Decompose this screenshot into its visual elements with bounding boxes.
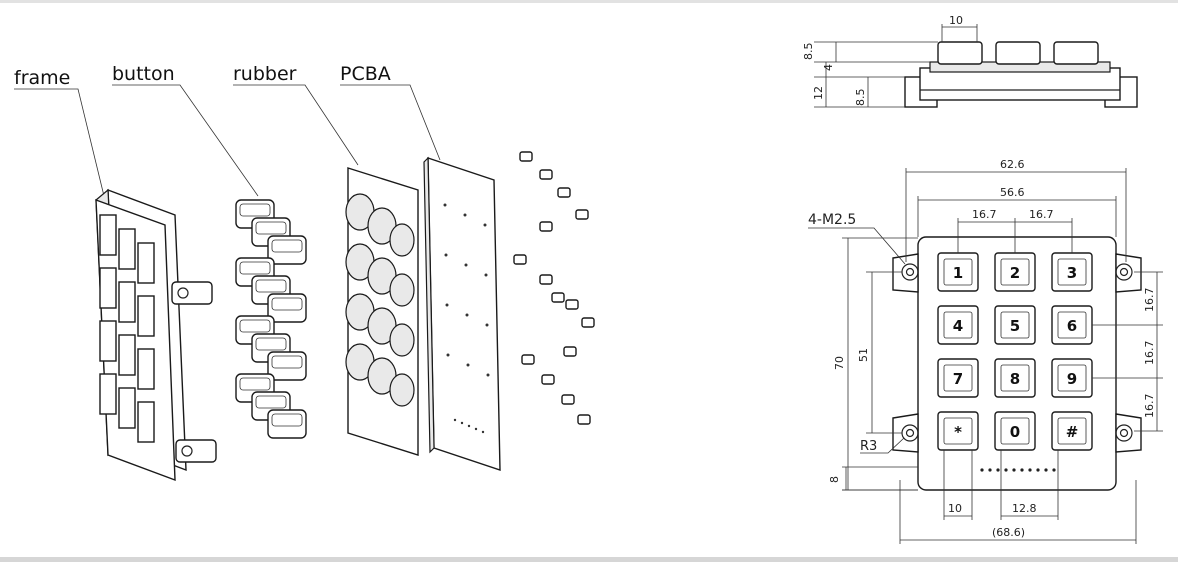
dim-overall-height: 70 [833,356,846,370]
key-2: 2 [994,252,1036,292]
dim-overall-width: 62.6 [1000,158,1025,171]
label-frame: frame [14,67,70,89]
pins [513,151,595,425]
dim-row-pitch-2: 16.7 [1143,341,1156,366]
exploded-view: frame button rubber PCBA [14,63,595,482]
label-rubber: rubber [233,63,297,85]
leader-frame [14,88,105,197]
dim-bottom-margin: 8 [828,476,841,483]
front-view: 1 2 3 4 5 6 7 [808,158,1163,544]
key-label: 0 [1010,423,1020,441]
key-9: 9 [1051,358,1093,398]
dim-hole-pitch-height: 51 [857,348,870,362]
button-part [235,199,307,439]
key-7: 7 [937,358,979,398]
dim-corner-radius: R3 [860,439,877,454]
keypad-keys: 1 2 3 4 5 6 7 [937,252,1093,451]
key-1: 1 [937,252,979,292]
dim-key-pitch-1: 16.7 [972,208,997,221]
key-label: 1 [953,264,963,282]
leader-button [112,84,259,197]
dim-side-total-height: 8.5 [802,43,815,61]
key-label: 3 [1067,264,1077,282]
key-label: 2 [1010,264,1020,282]
side-view: 10 8.5 4 12 8.5 [802,14,1138,108]
dim-key-size: 10 [948,502,962,515]
key-6: 6 [1051,305,1093,345]
key-label: 8 [1010,370,1020,388]
dim-key-gap: 12.8 [1012,502,1037,515]
dim-hole-pitch-width: 56.6 [1000,186,1025,199]
key-star: * [937,411,979,451]
label-pcba: PCBA [340,63,391,85]
key-hash: # [1051,411,1093,451]
front-dimension-lines [808,168,1163,544]
key-label: 4 [953,317,963,335]
dim-key-pitch-2: 16.7 [1029,208,1054,221]
leader-pcba [340,84,441,161]
dim-row-pitch-1: 16.7 [1143,288,1156,313]
key-label: 9 [1067,370,1077,388]
key-label: * [954,423,962,441]
dim-mount-holes: 4-M2.5 [808,212,856,228]
key-label: 6 [1067,317,1077,335]
dim-ref-width: (68.6) [992,526,1025,539]
leader-rubber [233,84,359,166]
key-4: 4 [937,305,979,345]
dim-side-button-height: 4 [822,64,835,71]
pcba-part [423,156,501,471]
frame-part [95,188,217,482]
key-label: 5 [1010,317,1020,335]
key-8: 8 [994,358,1036,398]
label-button: button [112,63,175,85]
key-0: 0 [994,411,1036,451]
dim-side-button-width: 10 [949,14,963,27]
dim-side-body-height: 12 [812,86,825,100]
dim-row-pitch-3: 16.7 [1143,394,1156,419]
dim-side-frame-height: 8.5 [854,89,867,107]
key-3: 3 [1051,252,1093,292]
rubber-part [345,167,419,456]
key-label: 7 [953,370,963,388]
key-label: # [1066,423,1079,441]
key-5: 5 [994,305,1036,345]
